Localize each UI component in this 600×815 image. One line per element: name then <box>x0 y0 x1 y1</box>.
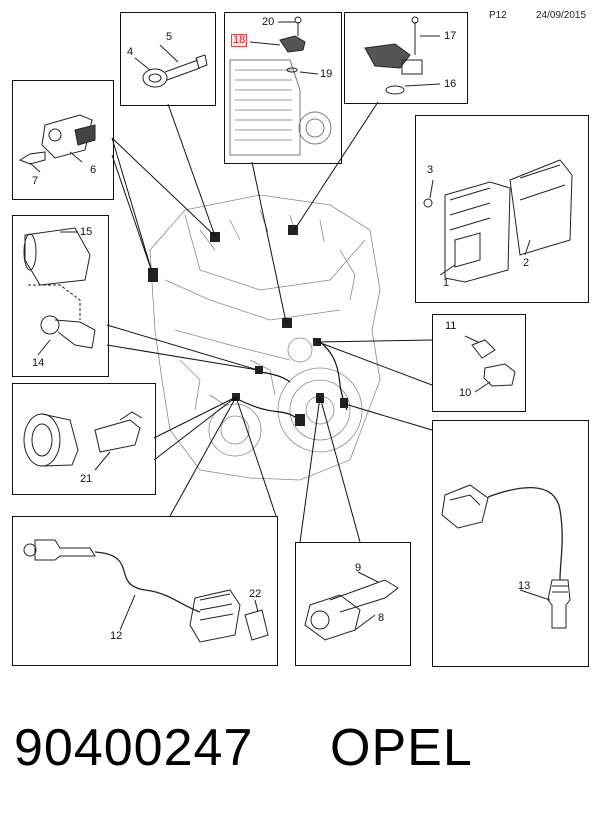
part-16-17-drawing <box>364 16 441 95</box>
detail-box-13 <box>432 420 589 667</box>
callout-6: 6 <box>90 164 97 176</box>
part-12-22-drawing <box>23 539 269 643</box>
callout-17: 17 <box>444 30 457 42</box>
callout-8: 8 <box>378 612 385 624</box>
callout-19: 19 <box>320 68 333 80</box>
callout-5: 5 <box>166 31 173 43</box>
part-13-drawing <box>441 484 571 629</box>
callout-10: 10 <box>459 387 472 399</box>
callout-16: 16 <box>444 78 457 90</box>
callout-2: 2 <box>523 257 530 269</box>
callout-22: 22 <box>249 588 262 600</box>
engine-illustration <box>149 194 381 481</box>
part-number: 90400247 <box>14 719 254 777</box>
callout-12: 12 <box>110 630 123 642</box>
harness-wiring <box>234 341 348 424</box>
brand-name: OPEL <box>330 719 473 777</box>
detail-box-10-11 <box>432 314 526 412</box>
leader-lines <box>106 101 433 543</box>
callout-15: 15 <box>80 226 93 238</box>
callout-13: 13 <box>518 580 531 592</box>
callout-18-highlighted: 18 <box>231 34 248 47</box>
callout-9: 9 <box>355 562 362 574</box>
engine-sensor-markers <box>148 225 348 426</box>
detail-box-14-15 <box>12 215 109 377</box>
callout-21: 21 <box>80 473 93 485</box>
part-1-3-drawing <box>423 159 573 283</box>
callout-7: 7 <box>32 175 39 187</box>
callout-1: 1 <box>443 277 450 289</box>
callout-11: 11 <box>445 320 457 332</box>
page-date: 24/09/2015 <box>536 10 587 21</box>
detail-box-12-22 <box>12 516 278 666</box>
part-8-9-drawing <box>304 571 399 641</box>
callout-20: 20 <box>262 16 275 28</box>
callout-4: 4 <box>127 46 134 58</box>
part-4-5-drawing <box>134 44 208 88</box>
part-10-11-drawing <box>464 335 516 393</box>
part-14-15-drawing <box>23 227 96 356</box>
part-18-20-drawing <box>229 16 332 156</box>
callout-14: 14 <box>32 357 45 369</box>
callout-3: 3 <box>427 164 434 176</box>
page-code: P12 <box>489 10 507 21</box>
detail-box-21 <box>12 383 156 495</box>
part-21-drawing <box>23 411 143 471</box>
detail-box-6-7 <box>12 80 114 200</box>
part-6-7-drawing <box>18 114 96 173</box>
